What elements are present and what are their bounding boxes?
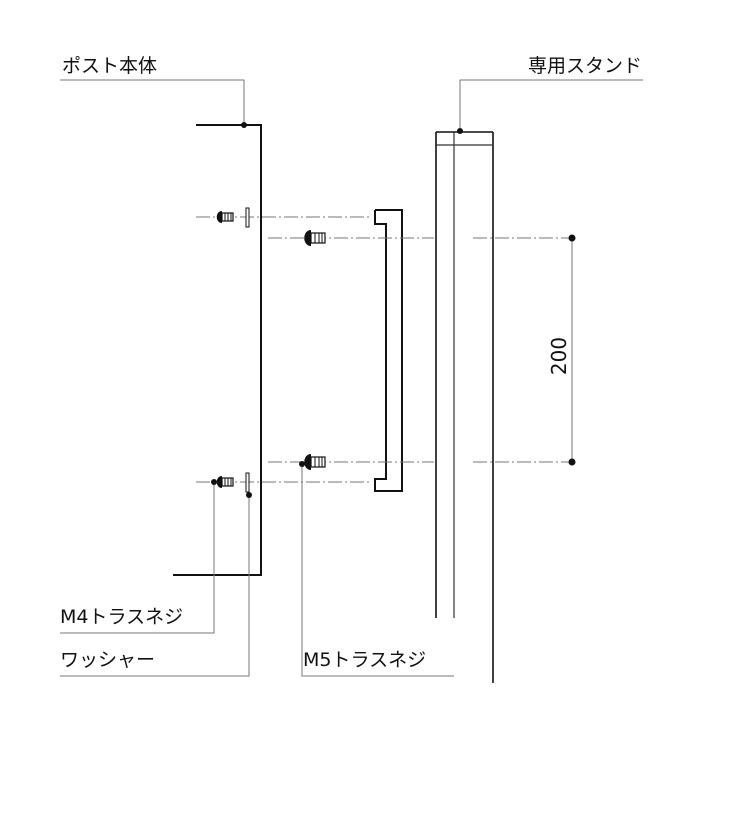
stand-label: 専用スタンド	[528, 55, 642, 77]
post-body	[173, 124, 262, 576]
center-lines	[196, 216, 572, 483]
dimension-200: 200	[547, 234, 576, 466]
m5-screw-label: M5トラスネジ	[303, 649, 426, 671]
leader-stand: 専用スタンド	[457, 55, 643, 134]
m4-screw-bottom-icon	[216, 476, 234, 488]
dimension-value: 200	[547, 337, 571, 375]
stand	[435, 131, 494, 683]
washer-top-icon	[245, 207, 250, 228]
leader-washer: ワッシャー	[60, 492, 252, 677]
leader-post-body: ポスト本体	[60, 55, 247, 128]
m4-screw-label: M4トラスネジ	[60, 606, 183, 628]
washer-bottom-icon	[245, 472, 250, 493]
m4-screw-top-icon	[216, 211, 234, 223]
leader-m4-screw: M4トラスネジ	[60, 479, 217, 634]
m5-screw-bottom-icon	[304, 454, 326, 470]
bracket	[374, 209, 403, 492]
leader-m5-screw: M5トラスネジ	[299, 461, 454, 677]
washer-label: ワッシャー	[60, 649, 155, 671]
post-body-label: ポスト本体	[62, 55, 157, 77]
m5-screw-top-icon	[304, 230, 326, 246]
